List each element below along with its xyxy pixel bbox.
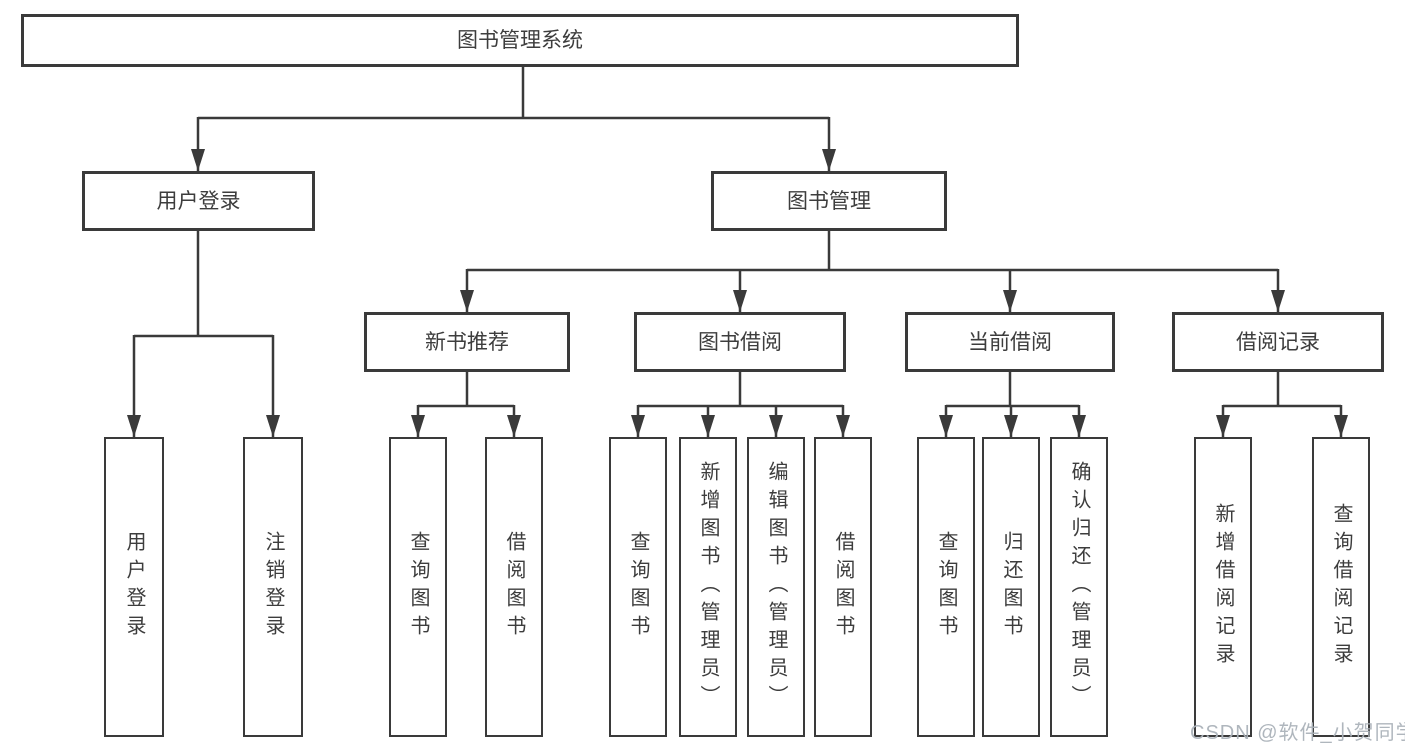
leaf-edit-book-admin: 编辑图书（管理员） xyxy=(747,437,805,737)
leaf-borrow-books-recommend: 借阅图书 xyxy=(485,437,543,737)
node-borrowing-records: 借阅记录 xyxy=(1172,312,1384,372)
leaf-query-books-recommend: 查询图书 xyxy=(389,437,447,737)
leaf-user-login: 用户登录 xyxy=(104,437,164,737)
leaf-borrow-books-borrowing: 借阅图书 xyxy=(814,437,872,737)
leaf-logout: 注销登录 xyxy=(243,437,303,737)
node-user-login: 用户登录 xyxy=(82,171,315,231)
leaf-query-books-borrowing: 查询图书 xyxy=(609,437,667,737)
node-book-borrowing: 图书借阅 xyxy=(634,312,846,372)
leaf-query-books-current: 查询图书 xyxy=(917,437,975,737)
leaf-return-books: 归还图书 xyxy=(982,437,1040,737)
node-current-borrowing: 当前借阅 xyxy=(905,312,1115,372)
leaf-add-borrow-record: 新增借阅记录 xyxy=(1194,437,1252,737)
csdn-watermark: CSDN @软件_小贺同学 xyxy=(1190,722,1405,744)
leaf-confirm-return-admin: 确认归还（管理员） xyxy=(1050,437,1108,737)
node-book-management: 图书管理 xyxy=(711,171,947,231)
leaf-add-book-admin: 新增图书（管理员） xyxy=(679,437,737,737)
leaf-query-borrow-record: 查询借阅记录 xyxy=(1312,437,1370,737)
node-library-management-system: 图书管理系统 xyxy=(21,14,1019,67)
node-new-book-recommend: 新书推荐 xyxy=(364,312,570,372)
